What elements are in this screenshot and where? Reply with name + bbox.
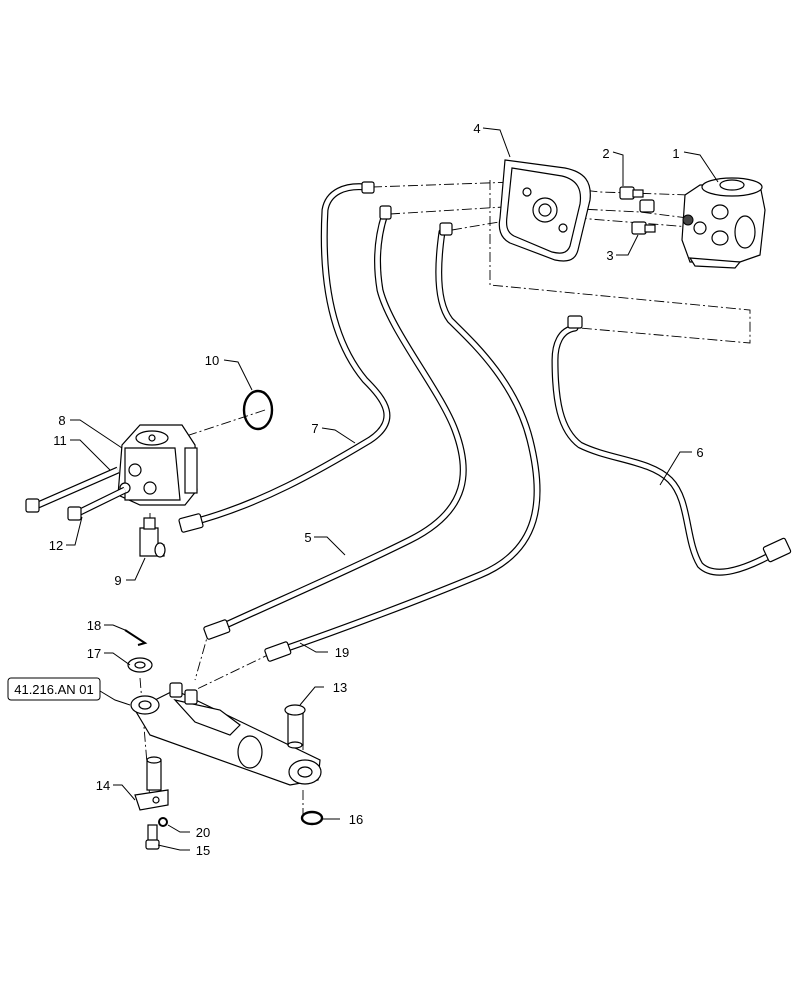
callout-19: 19 [335,645,349,660]
callout-6: 6 [696,445,703,460]
callout-5: 5 [304,530,311,545]
callout-9: 9 [114,573,121,588]
callout-17: 17 [87,646,101,661]
callout-7: 7 [311,421,318,436]
fitting-2 [619,186,644,200]
hose-19 [264,222,541,662]
pivot-pin-14 [134,756,169,811]
bolt-12 [67,486,127,521]
leader-lines [66,127,719,851]
reference-link[interactable]: 41.216.AN 01 [7,677,101,701]
tube-6 [551,315,792,576]
callout-13: 13 [333,680,347,695]
washer-17 [127,657,153,673]
fitting-3 [631,199,656,235]
pin-18 [124,629,148,646]
lock-washer-20 [158,817,168,827]
callout-12: 12 [49,538,63,553]
callout-1: 1 [672,146,679,161]
elbow-fitting-9 [139,517,166,558]
bushing-13 [284,704,306,749]
callout-labels: 1 2 3 4 5 6 7 8 9 10 11 12 13 14 15 16 1… [49,121,704,858]
bolt-11 [25,466,120,513]
pump-8 [117,424,198,506]
callout-4: 4 [473,121,480,136]
callout-14: 14 [96,778,110,793]
callout-16: 16 [349,812,363,827]
reference-label[interactable]: 41.216.AN 01 [14,682,94,697]
hose-7 [178,181,391,533]
mounting-plate-4 [498,159,591,262]
callout-10: 10 [205,353,219,368]
callout-15: 15 [196,843,210,858]
callout-2: 2 [602,146,609,161]
callout-3: 3 [606,248,613,263]
o-ring-10 [242,389,274,431]
hose-5 [203,205,467,640]
callout-8: 8 [58,413,65,428]
steering-cylinder [130,682,322,786]
snap-ring-16 [300,810,324,826]
steering-unit-1 [681,177,766,269]
bolt-15 [145,824,160,850]
callout-20: 20 [196,825,210,840]
callout-18: 18 [87,618,101,633]
callout-11: 11 [53,433,67,448]
